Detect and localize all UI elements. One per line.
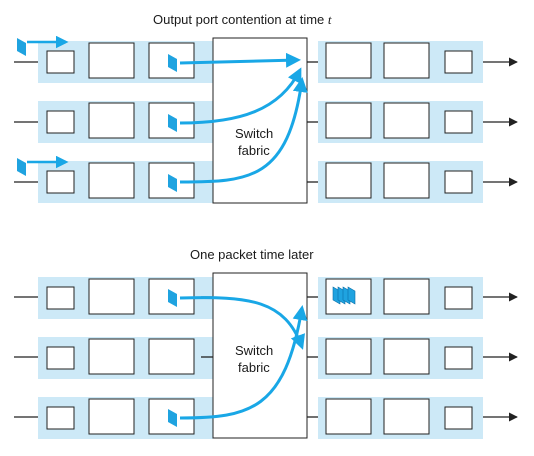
panel-bottom: One packet time later S	[14, 247, 518, 439]
fabric-label-bottom-2: fabric	[238, 360, 270, 375]
hol-packet-b3	[168, 409, 177, 427]
fabric-path-3	[179, 77, 308, 184]
hol-packet-b1	[168, 289, 177, 307]
hol-packet-1	[168, 54, 177, 72]
fabric-path-b1	[179, 296, 305, 350]
panel-title-bottom: One packet time later	[190, 247, 314, 262]
output-port-3	[307, 161, 518, 203]
arriving-packet-1	[17, 35, 69, 56]
fabric-path-2	[179, 67, 302, 125]
hol-packet-2	[168, 114, 177, 132]
panel-title-top: Output port contention at time t	[153, 12, 332, 27]
fabric-label-top-1: Switch	[235, 126, 273, 141]
fabric-path-b3	[179, 305, 308, 420]
input-port-b2	[14, 337, 213, 379]
output-port-b3	[307, 397, 518, 439]
output-port-2	[307, 101, 518, 143]
fabric-label-top-2: fabric	[238, 143, 270, 158]
output-port-b2	[307, 337, 518, 379]
fabric-label-bottom-1: Switch	[235, 343, 273, 358]
arriving-packet-3	[17, 155, 69, 176]
panel-top: Output port contention at time t	[14, 12, 518, 204]
output-port-1	[307, 41, 518, 83]
hol-packet-3	[168, 174, 177, 192]
delivered-packets	[332, 286, 356, 305]
fabric-path-1	[179, 52, 301, 68]
